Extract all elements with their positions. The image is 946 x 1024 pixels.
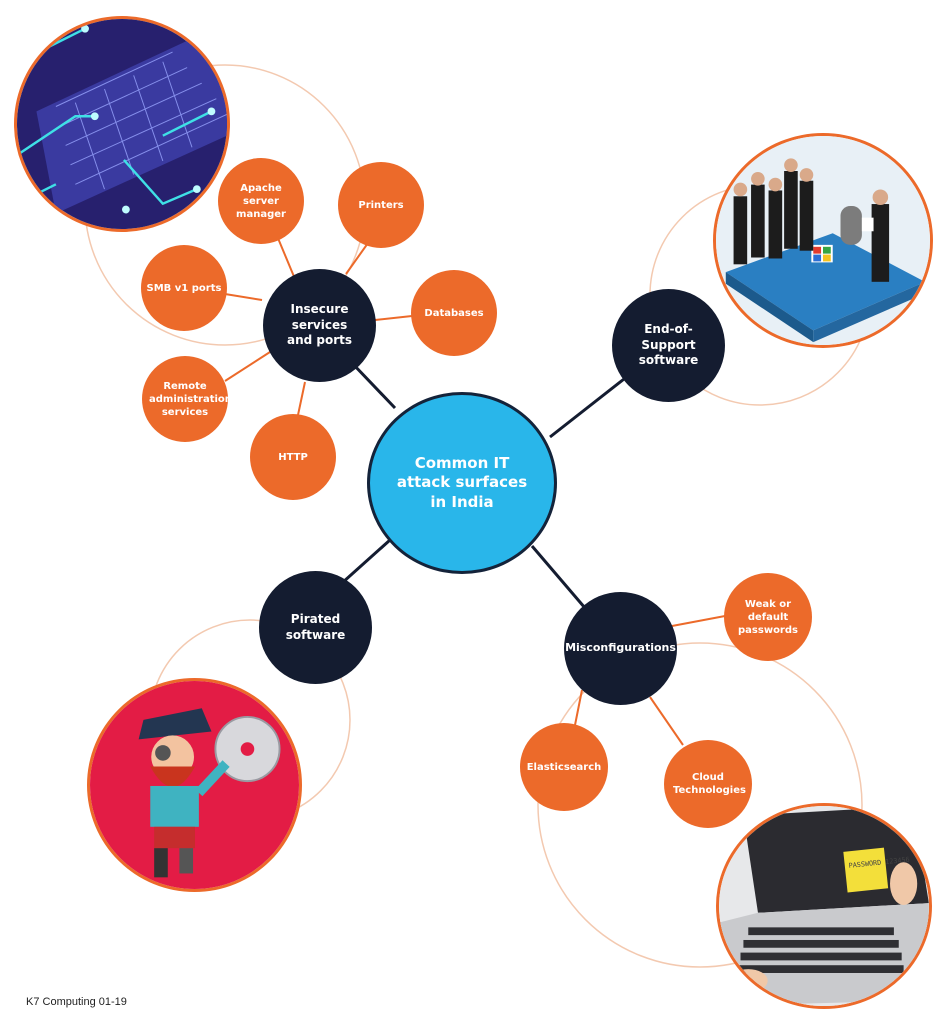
- smb-ports-label: SMB v1 ports: [146, 282, 222, 294]
- link-insecure-databases: [374, 315, 413, 321]
- link-center-pirated: [340, 538, 392, 585]
- pirated-software-label: Pirated software: [285, 611, 346, 642]
- pirate-image: [87, 678, 302, 892]
- link-insecure-printers: [345, 242, 369, 275]
- end-of-support-node: End-of-Support software: [612, 289, 725, 402]
- link-insecure-remote: [224, 351, 271, 382]
- footer-credit: K7 Computing 01-19: [26, 996, 127, 1008]
- network-image: [14, 16, 230, 232]
- cloud-tech-node: Cloud Technologies: [664, 740, 752, 828]
- databases-label: Databases: [424, 307, 484, 319]
- end-of-support-label: End-of-Support software: [638, 322, 699, 368]
- misconfigurations-node: Misconfigurations: [564, 592, 677, 705]
- weak-passwords-node: Weak or default passwords: [724, 573, 812, 661]
- link-misconfig-elastic: [574, 689, 583, 726]
- link-misconfig-weak: [671, 615, 726, 627]
- http-label: HTTP: [278, 451, 308, 463]
- central-topic-label: Common IT attack surfaces in India: [396, 453, 528, 511]
- misconfigurations-label: Misconfigurations: [565, 641, 676, 655]
- smb-ports-node: SMB v1 ports: [141, 245, 227, 331]
- link-center-misconfig: [530, 545, 587, 609]
- remote-admin-node: Remote administration services: [142, 356, 232, 442]
- http-node: HTTP: [250, 414, 336, 500]
- elasticsearch-node: Elasticsearch: [520, 723, 608, 811]
- laptop-image: PASSWORD 123456: [716, 803, 932, 1009]
- insecure-services-label: Insecure services and ports: [286, 302, 353, 348]
- remote-admin-label: Remote administration services: [149, 380, 232, 418]
- weak-passwords-label: Weak or default passwords: [738, 598, 798, 636]
- apache-server-node: Apache server manager: [218, 158, 304, 244]
- link-insecure-smb: [224, 293, 263, 301]
- link-center-eos: [549, 377, 625, 439]
- funeral-image: [713, 133, 933, 348]
- pirated-software-node: Pirated software: [259, 571, 372, 684]
- link-insecure-http: [297, 381, 306, 416]
- cloud-tech-label: Cloud Technologies: [673, 772, 746, 796]
- databases-node: Databases: [411, 270, 497, 356]
- printers-node: Printers: [338, 162, 424, 248]
- ring-laptop: [537, 642, 863, 968]
- central-topic-node: Common IT attack surfaces in India: [367, 392, 557, 574]
- apache-server-label: Apache server manager: [236, 182, 286, 220]
- link-center-insecure: [350, 361, 397, 410]
- insecure-services-node: Insecure services and ports: [263, 269, 376, 382]
- printers-label: Printers: [358, 199, 404, 211]
- elasticsearch-label: Elasticsearch: [526, 761, 602, 773]
- link-misconfig-cloud: [649, 696, 684, 746]
